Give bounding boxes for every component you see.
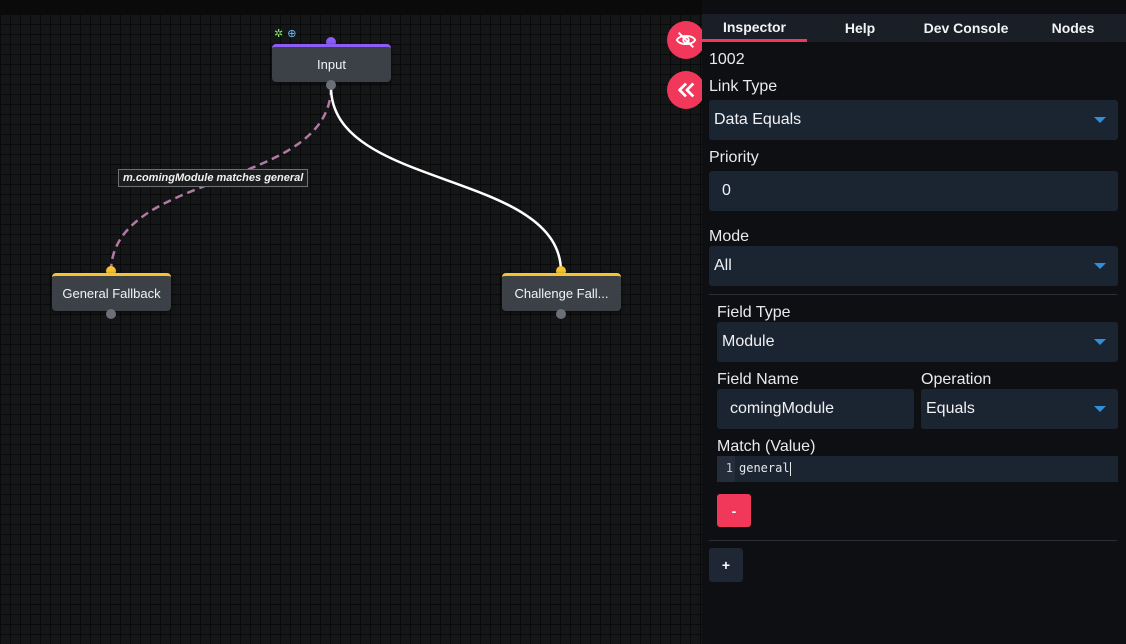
chevron-down-icon [1094,117,1106,123]
chevron-down-icon [1094,339,1106,345]
match-value-editor[interactable]: 1 general [717,456,1118,482]
challenge-node-in-port[interactable] [556,266,566,276]
target-icon[interactable]: ⊕ [287,28,297,40]
operation-value: Equals [926,400,975,417]
match-value-text: general [739,461,790,475]
field-name-input[interactable]: comingModule [717,389,914,429]
mode-value: All [714,257,732,274]
field-type-value: Module [722,333,775,350]
panel-tabs: Inspector Help Dev Console Nodes [702,14,1126,42]
tab-inspector[interactable]: Inspector [702,14,807,42]
section-divider [709,540,1117,541]
chevron-down-icon [1094,406,1106,412]
chevron-down-icon [1094,263,1106,269]
edge-label[interactable]: m.comingModule matches general [118,169,309,187]
node-general-fallback[interactable]: General Fallback [52,273,171,311]
general-node-in-port[interactable] [106,266,116,276]
tab-dev-console[interactable]: Dev Console [923,20,1009,36]
collapse-panel-button[interactable] [667,71,705,109]
text-cursor [789,461,791,476]
add-condition-button[interactable]: + [709,548,743,582]
priority-label: Priority [709,149,759,166]
tab-nodes[interactable]: Nodes [1051,20,1095,36]
line-number: 1 [717,456,735,482]
field-type-select[interactable]: Module [717,322,1118,362]
input-node-in-port[interactable] [326,37,336,47]
operation-label: Operation [921,371,992,388]
node-toolbar: ✲ ⊕ [274,29,296,40]
graph-canvas[interactable] [0,14,702,644]
link-input-to-challenge[interactable] [329,86,563,273]
node-input[interactable]: Input [272,44,391,82]
operation-select[interactable]: Equals [921,389,1118,429]
section-divider [709,294,1117,295]
node-input-label: Input [317,57,346,72]
input-node-out-port[interactable] [326,80,336,90]
field-name-label: Field Name [717,371,799,388]
mode-label: Mode [709,228,750,245]
node-general-label: General Fallback [62,286,161,301]
mode-select[interactable]: All [709,246,1118,286]
remove-condition-button[interactable]: - [717,494,751,527]
link-id: 1002 [709,51,745,68]
priority-input[interactable]: 0 [709,171,1118,211]
node-challenge-fallback[interactable]: Challenge Fall... [502,273,621,311]
challenge-node-out-port[interactable] [556,309,566,319]
link-type-value: Data Equals [714,111,802,128]
tab-help[interactable]: Help [844,20,876,36]
match-value-label: Match (Value) [717,438,816,455]
link-type-label: Link Type [709,78,778,95]
field-type-label: Field Type [717,304,791,321]
double-chevron-left-icon [678,82,695,98]
priority-value: 0 [722,182,731,199]
bug-icon[interactable]: ✲ [274,28,284,40]
link-type-select[interactable]: Data Equals [709,100,1118,140]
field-name-value: comingModule [730,400,835,417]
node-challenge-label: Challenge Fall... [514,286,609,301]
general-node-out-port[interactable] [106,309,116,319]
eye-off-icon [675,31,697,49]
hide-panel-button[interactable] [667,21,705,59]
graph-links [109,86,563,273]
top-bar [0,0,702,14]
